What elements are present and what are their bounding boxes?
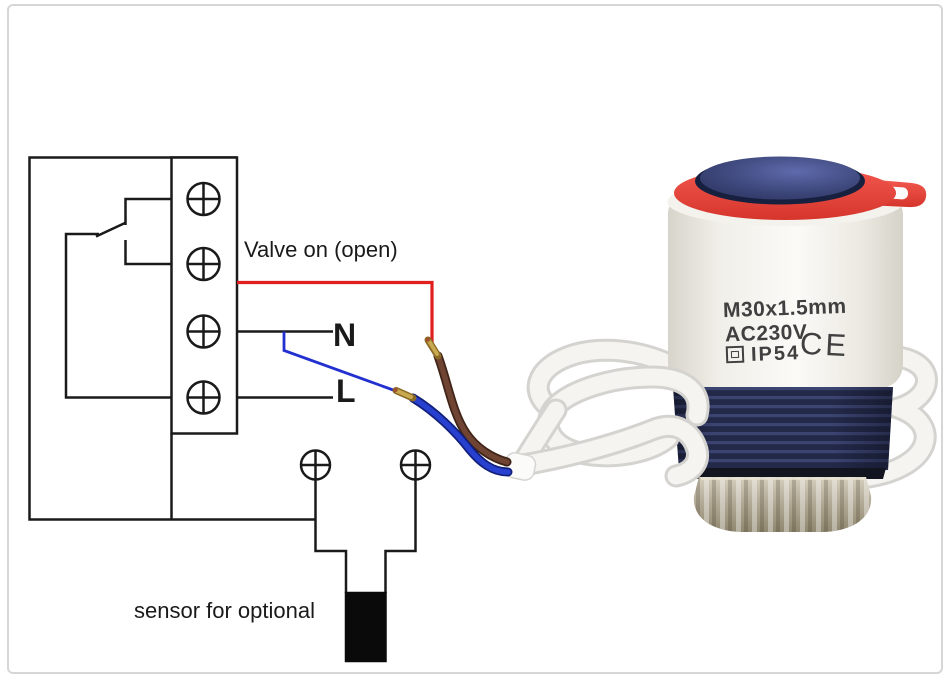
cap-blue-disc bbox=[700, 156, 860, 200]
sensor-circuit bbox=[299, 449, 432, 663]
actuator-ip-marking: IP54 bbox=[750, 342, 801, 366]
brown-live-wire bbox=[424, 336, 512, 467]
thermal-actuator bbox=[667, 156, 927, 532]
terminal-screw-icons bbox=[186, 181, 221, 415]
neutral-label: N bbox=[333, 317, 357, 353]
wiring-schematic bbox=[28, 156, 432, 663]
actuator-cable-front bbox=[503, 365, 710, 488]
actuator-thread-marking: M30x1.5mm bbox=[722, 294, 847, 323]
actuator-cable-behind bbox=[526, 338, 938, 490]
pigtail-wires bbox=[392, 336, 513, 477]
actuator-body bbox=[668, 196, 903, 389]
valve-on-wire-red bbox=[237, 280, 434, 344]
switch-symbol bbox=[64, 197, 172, 399]
terminal-screw-icon bbox=[299, 449, 432, 481]
ce-mark: CE bbox=[799, 325, 850, 364]
sensor-probe bbox=[344, 591, 387, 663]
mounting-nut bbox=[693, 477, 872, 532]
neutral-link-wire-blue bbox=[282, 331, 397, 393]
line-label: L bbox=[336, 373, 356, 409]
blue-neutral-wire bbox=[392, 387, 513, 477]
class2-insulation-icon bbox=[725, 345, 745, 364]
valve-on-label: Valve on (open) bbox=[244, 237, 398, 262]
sensor-label: sensor for optional bbox=[134, 598, 315, 623]
rib-bottom-gap bbox=[681, 468, 886, 479]
